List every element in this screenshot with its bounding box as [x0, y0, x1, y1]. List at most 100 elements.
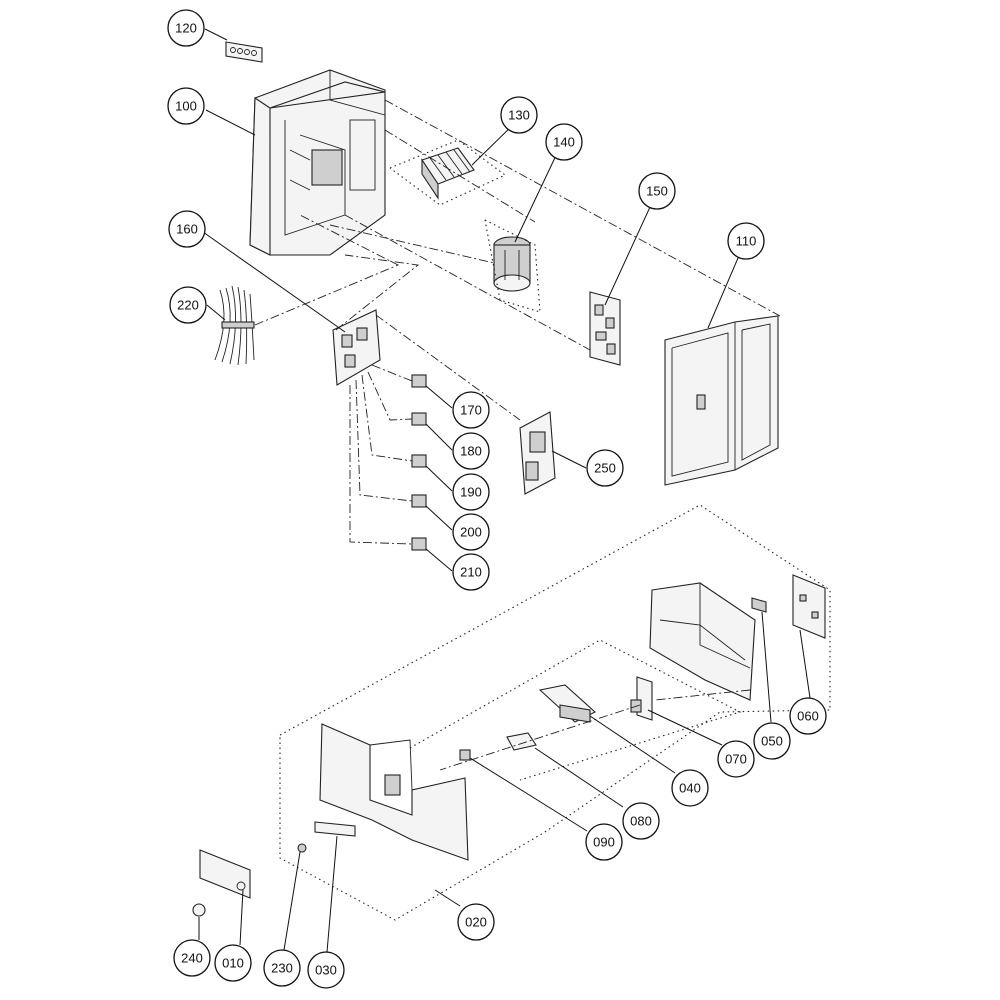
part-080-latch: [506, 732, 537, 751]
callout-090: 090: [585, 823, 623, 861]
callout-circle: [622, 802, 660, 840]
callout-circle: [167, 9, 205, 47]
part-220-wire-bundle: [214, 285, 255, 366]
part-100-housing: [249, 69, 386, 256]
callout-050: 050: [753, 722, 791, 760]
callout-200: 200: [452, 513, 490, 551]
callout-190: 190: [452, 473, 490, 511]
callout-label: 240: [181, 951, 203, 966]
callout-circle: [452, 391, 490, 429]
callout-circle: [638, 172, 676, 210]
part-020-front-panel: [319, 723, 469, 861]
part-200-connector: [411, 494, 427, 508]
part-090-screw: [459, 749, 471, 761]
callout-100: 100: [167, 87, 205, 125]
callout-label: 100: [175, 99, 197, 114]
part-140-motor: [493, 236, 531, 292]
part-210-connector: [411, 537, 427, 551]
callout-circle: [585, 823, 623, 861]
callout-circle: [545, 123, 583, 161]
part-230-screw: [297, 843, 307, 853]
callout-layer: 120 100 130 140 150 110 160 220 170 180 190 250 200 2…: [167, 9, 827, 989]
callout-020: 020: [457, 903, 495, 941]
callout-label: 070: [725, 752, 747, 767]
part-050-clip: [751, 597, 767, 613]
callout-210: 210: [452, 553, 490, 591]
part-bracket-assembly: [649, 582, 756, 701]
callout-label: 250: [594, 461, 616, 476]
callout-080: 080: [622, 802, 660, 840]
part-240-knob: [192, 903, 206, 917]
part-160-junction-board: [332, 309, 381, 386]
callout-circle: [457, 903, 495, 941]
callout-label: 170: [460, 403, 482, 418]
assembly-lines: [254, 99, 781, 771]
callout-circle: [753, 722, 791, 760]
callout-label: 220: [177, 298, 199, 313]
callout-label: 180: [460, 444, 482, 459]
part-110-cover: [664, 315, 779, 486]
callout-circle: [500, 96, 538, 134]
callout-150: 150: [638, 172, 676, 210]
part-040-actuator: [538, 684, 596, 723]
callout-label: 080: [630, 814, 652, 829]
callout-circle: [167, 87, 205, 125]
callout-circle: [169, 286, 207, 324]
callout-180: 180: [452, 432, 490, 470]
leader-lines: [198, 28, 811, 953]
callout-030: 030: [307, 951, 345, 989]
callout-160: 160: [168, 210, 206, 248]
callout-circle: [671, 769, 709, 807]
callout-label: 020: [465, 915, 487, 930]
callout-120: 120: [167, 9, 205, 47]
callout-circle: [214, 944, 252, 982]
callout-label: 190: [460, 485, 482, 500]
part-010-remote: [199, 849, 251, 899]
callout-040: 040: [671, 769, 709, 807]
part-180-connector: [411, 412, 427, 426]
part-250-relay-module: [519, 411, 556, 495]
callout-label: 120: [175, 21, 197, 36]
callout-170: 170: [452, 391, 490, 429]
callout-label: 230: [271, 961, 293, 976]
part-070-switch: [630, 676, 653, 721]
callout-240: 240: [173, 939, 211, 977]
callout-circle: [789, 697, 827, 735]
callout-label: 110: [736, 234, 757, 249]
callout-220: 220: [169, 286, 207, 324]
callout-circle: [452, 432, 490, 470]
part-190-connector: [411, 454, 427, 468]
callout-label: 140: [553, 135, 575, 150]
part-150-circuit-board: [589, 291, 621, 366]
callout-label: 030: [315, 963, 337, 978]
callout-070: 070: [717, 740, 755, 778]
callout-circle: [727, 222, 765, 260]
callout-label: 010: [222, 956, 244, 971]
callout-label: 150: [646, 184, 668, 199]
callout-circle: [307, 951, 345, 989]
callout-circle: [452, 553, 490, 591]
callout-010: 010: [214, 944, 252, 982]
callout-circle: [452, 473, 490, 511]
callout-circle: [173, 939, 211, 977]
callout-circle: [168, 210, 206, 248]
part-030-label: [314, 821, 356, 837]
callout-130: 130: [500, 96, 538, 134]
callout-label: 210: [460, 565, 482, 580]
assembly-group-boundaries: [279, 139, 831, 921]
callout-label: 060: [797, 709, 819, 724]
callout-label: 050: [761, 734, 783, 749]
callout-060: 060: [789, 697, 827, 735]
callout-230: 230: [263, 949, 301, 987]
callout-label: 200: [460, 525, 482, 540]
part-170-connector: [411, 374, 427, 388]
callout-110: 110: [727, 222, 765, 260]
callout-label: 040: [679, 781, 701, 796]
callout-label: 090: [593, 835, 615, 850]
part-130-terminal-block: [421, 147, 475, 200]
part-060-plate: [792, 574, 826, 639]
callout-circle: [452, 513, 490, 551]
callout-140: 140: [545, 123, 583, 161]
part-120-terminal-strip: [225, 41, 263, 63]
